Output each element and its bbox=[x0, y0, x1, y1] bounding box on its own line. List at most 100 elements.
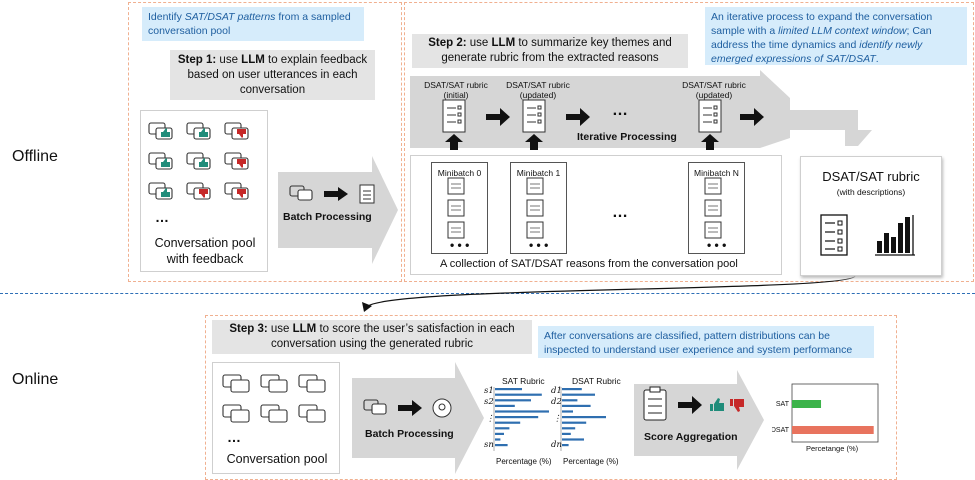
result-bar-sat bbox=[792, 400, 822, 408]
sat-rubric-bar bbox=[495, 427, 510, 430]
offline-batch-icons bbox=[288, 183, 384, 205]
score-aggregation-label: Score Aggregation bbox=[644, 431, 738, 443]
dsat-percentage-label: Percentage (%) bbox=[563, 457, 619, 466]
dsat-rubric-bar bbox=[562, 393, 595, 396]
thumb-up-icon bbox=[161, 188, 170, 197]
callout-identify-patterns: Identify SAT/DSAT patterns from a sample… bbox=[142, 7, 364, 41]
sat-rubric-bar bbox=[495, 432, 504, 435]
online-pool-box: … Conversation pool bbox=[212, 362, 340, 474]
dsat-label-vdots: ⋮ bbox=[553, 414, 562, 424]
offline-step2-container bbox=[404, 2, 974, 282]
offline-pool-icons bbox=[148, 122, 249, 200]
iterative-icons bbox=[442, 99, 764, 150]
sat-rubric-bar bbox=[495, 444, 508, 447]
final-rubric-icons bbox=[820, 214, 915, 256]
sat-rubric-title: SAT Rubric bbox=[502, 376, 545, 386]
sat-rubric-bar bbox=[495, 438, 501, 441]
online-pool-caption: Conversation pool bbox=[226, 452, 328, 466]
minibatch-dots: … bbox=[612, 204, 628, 221]
iterative-processing-label: Iterative Processing bbox=[577, 131, 677, 143]
minibatch-0-label: Minibatch 0 bbox=[437, 168, 482, 178]
online-batch-label: Batch Processing bbox=[365, 428, 454, 440]
minibatch-n-label: Minibatch N bbox=[694, 168, 739, 178]
online-batch-arrow bbox=[352, 362, 484, 474]
online-pool-icons bbox=[222, 374, 326, 423]
thumb-up-icon bbox=[161, 158, 170, 167]
rubric-to-online-arrow bbox=[367, 275, 856, 307]
llm-head-icon bbox=[432, 398, 452, 418]
dsat-rubric-bar bbox=[562, 432, 571, 435]
phase-label-offline: Offline bbox=[12, 148, 58, 165]
svg-text:• • •: • • • bbox=[450, 238, 469, 252]
offline-pool-ellipsis: … bbox=[155, 209, 189, 225]
callout-iterative-process: An iterative process to expand the conve… bbox=[705, 7, 967, 65]
dsat-rubric-bar bbox=[562, 444, 569, 447]
dsat-label-d2: d2 bbox=[551, 397, 562, 407]
thumb-down-icon bbox=[199, 189, 208, 198]
clipboard-icon bbox=[643, 389, 667, 421]
dsat-rubric-bar bbox=[562, 416, 606, 419]
final-rubric-subtitle: (with descriptions) bbox=[836, 187, 906, 197]
sat-rubric-bar bbox=[495, 388, 522, 391]
thumb-up-icon bbox=[199, 128, 208, 137]
sat-label-sn: sn bbox=[484, 440, 494, 450]
score-aggregation-icons bbox=[643, 386, 744, 421]
step2-box: Step 2: use LLM to summarize key themes … bbox=[412, 34, 688, 68]
final-rubric-title: DSAT/SAT rubric bbox=[822, 169, 920, 184]
dsat-label-d1: d1 bbox=[551, 386, 562, 396]
dsat-rubric-bar bbox=[562, 427, 576, 430]
offline-pool-box: … Conversation pool with feedback bbox=[140, 110, 268, 272]
rubric-bars-layer: s1 s2 ⋮ sn d1 d2 ⋮ dn bbox=[484, 386, 606, 451]
callout-pattern-distributions: After conversations are classified, patt… bbox=[538, 326, 874, 358]
dsat-rubric-bar bbox=[562, 421, 587, 424]
sat-rubric-bar bbox=[495, 393, 542, 396]
iterative-dots: … bbox=[612, 102, 628, 119]
final-rubric-box: DSAT/SAT rubric (with descriptions) bbox=[800, 156, 942, 276]
thumb-up-icon bbox=[199, 158, 208, 167]
step3-box: Step 3: use LLM to score the user’s sati… bbox=[212, 320, 532, 354]
offline-batch-label: Batch Processing bbox=[283, 211, 372, 223]
sat-label-vdots: ⋮ bbox=[486, 414, 495, 424]
rubric-initial-label: DSAT/SAT rubric (initial) bbox=[424, 80, 488, 100]
dsat-rubric-bar bbox=[562, 438, 584, 441]
dsat-rubric-bar bbox=[562, 399, 578, 402]
minibatch-doc-icons: • • • • • • • • • bbox=[447, 177, 726, 252]
result-chart: SAT DSAT bbox=[772, 383, 879, 443]
thumb-down-icon bbox=[237, 189, 246, 198]
sat-rubric-bar bbox=[495, 410, 549, 413]
result-label-dsat: DSAT bbox=[772, 427, 790, 434]
offline-batch-arrow bbox=[278, 156, 398, 264]
result-label-sat: SAT bbox=[776, 401, 790, 408]
sat-percentage-label: Percentage (%) bbox=[496, 457, 552, 466]
online-batch-icons bbox=[363, 398, 452, 418]
thumb-up-icon bbox=[710, 398, 724, 411]
sat-rubric-bar bbox=[495, 399, 531, 402]
dsat-rubric-title: DSAT Rubric bbox=[572, 376, 621, 386]
sat-label-s1: s1 bbox=[484, 386, 494, 396]
sat-rubric-bar bbox=[495, 421, 521, 424]
sat-label-s2: s2 bbox=[484, 397, 494, 407]
rubric-updated-label-2: DSAT/SAT rubric (updated) bbox=[682, 80, 746, 100]
sat-rubric-bar bbox=[495, 416, 539, 419]
thumb-up-icon bbox=[161, 128, 170, 137]
minibatch-1-label: Minibatch 1 bbox=[516, 168, 561, 178]
dsat-rubric-bar bbox=[562, 388, 582, 391]
result-chart-xlabel: Percetange (%) bbox=[806, 444, 859, 453]
thumb-down-icon bbox=[237, 159, 246, 168]
offline-step1-container bbox=[128, 2, 402, 282]
collection-caption: A collection of SAT/DSAT reasons from th… bbox=[440, 258, 738, 270]
dsat-label-dn: dn bbox=[551, 440, 562, 450]
rubric-updated-label-1: DSAT/SAT rubric (updated) bbox=[506, 80, 570, 100]
sat-rubric-bar bbox=[495, 404, 515, 407]
minibatch-1: Minibatch 1 bbox=[510, 162, 567, 254]
online-pool-ellipsis: … bbox=[227, 429, 261, 445]
thumb-down-icon bbox=[237, 129, 246, 138]
svg-text:• • •: • • • bbox=[707, 238, 726, 252]
thumb-down-icon bbox=[730, 399, 744, 412]
result-bar-dsat bbox=[792, 426, 874, 434]
phase-label-online: Online bbox=[12, 371, 59, 388]
rubric-to-online-arrowhead bbox=[362, 302, 372, 312]
dsat-rubric-bar bbox=[562, 410, 573, 413]
svg-text:• • •: • • • bbox=[529, 238, 548, 252]
step1-box: Step 1: use LLM to explain feedback base… bbox=[170, 50, 375, 100]
